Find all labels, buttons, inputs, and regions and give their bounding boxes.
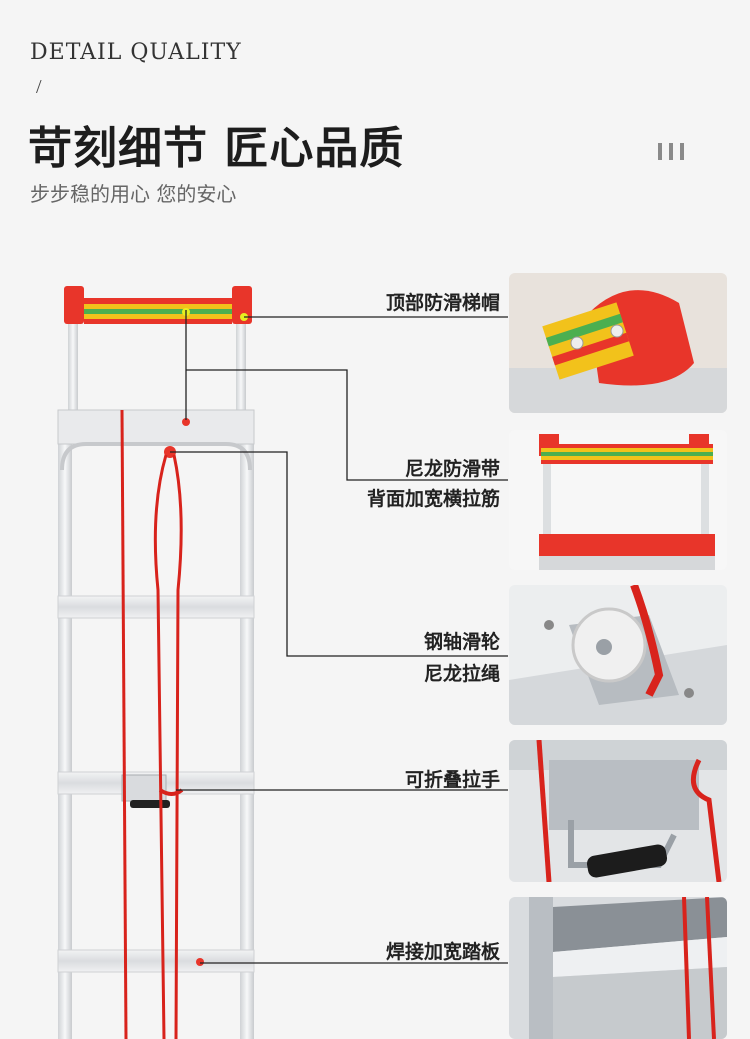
callout-ladder-cap: 顶部防滑梯帽 [385,292,500,314]
eyebrow-title: DETAIL QUALITY [30,40,242,65]
callout-steel-pulley: 钢轴滑轮 [423,631,500,653]
callout-nylon-strap: 尼龙防滑带 [404,458,500,480]
callout-back-crossbar: 背面加宽横拉筋 [366,488,500,510]
ladder-illustration [57,286,255,1039]
ladder-cap-photo [509,273,727,413]
menu-bars-icon [658,143,691,164]
slash-divider: / [36,76,42,98]
nylon-strap-photo [509,430,727,570]
folding-handle-photo [509,740,727,882]
callout-folding-handle: 可折叠拉手 [404,769,500,791]
callout-welded-step: 焊接加宽踏板 [385,941,500,963]
welded-step-photo [509,897,727,1039]
callout-nylon-rope: 尼龙拉绳 [423,663,500,685]
page-title: 苛刻细节 匠心品质 [28,123,405,174]
pulley-photo [509,585,727,725]
page-subtitle: 步步稳的用心 您的安心 [30,182,237,206]
